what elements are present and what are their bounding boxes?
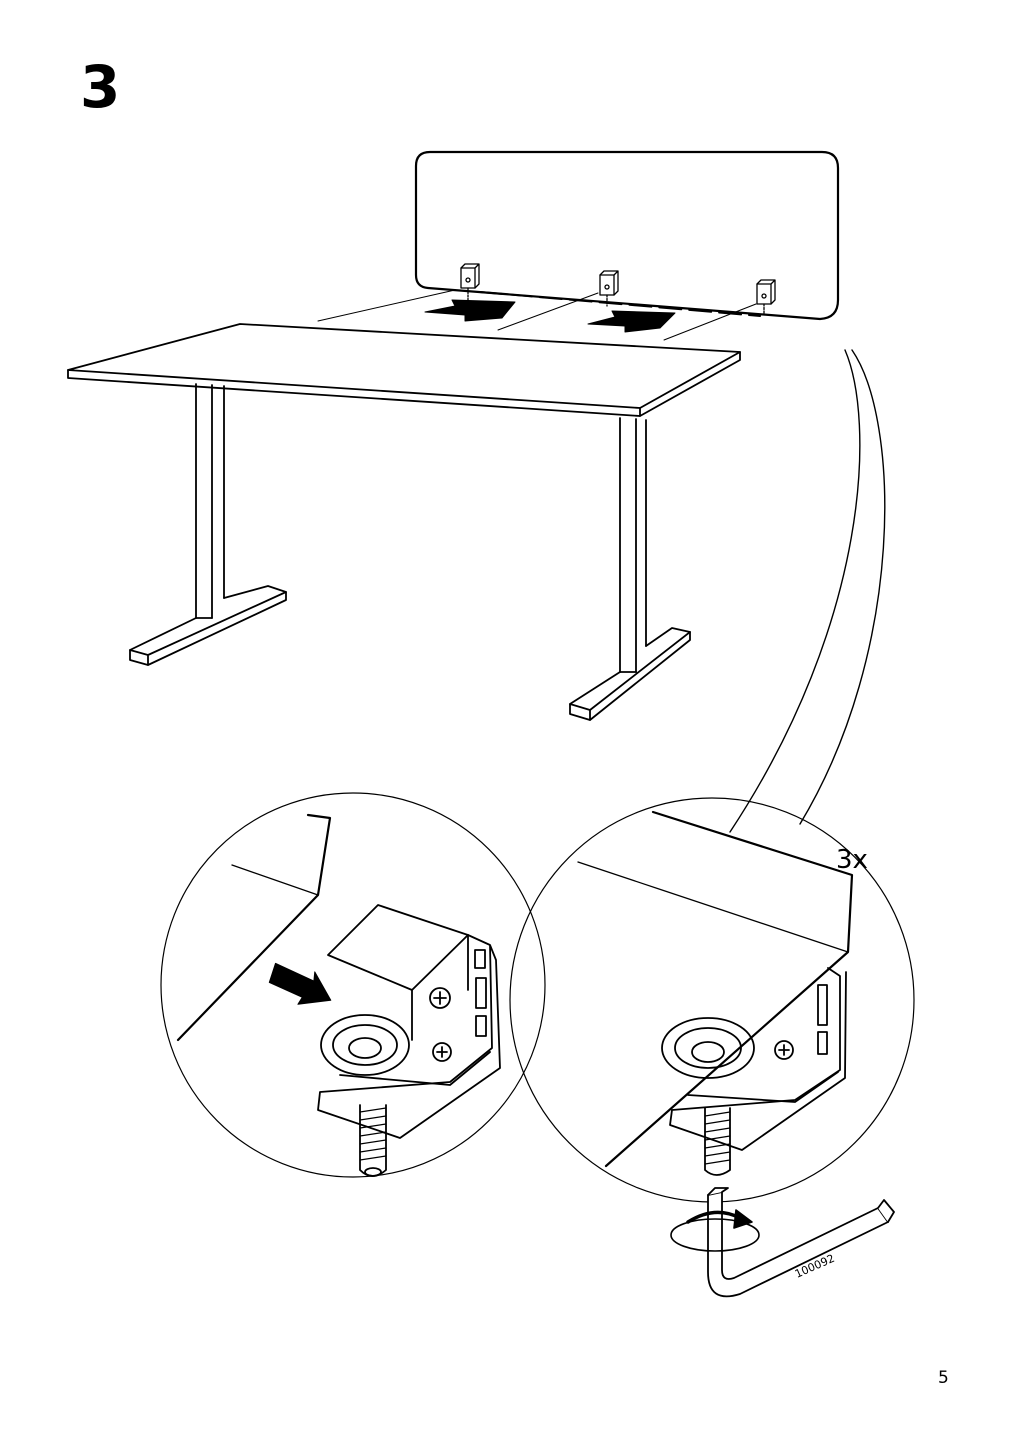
clamp-bracket-icon <box>317 904 501 1177</box>
push-arrow-icon <box>424 299 676 333</box>
callout-quantity: 3x <box>836 845 868 875</box>
clamp-bracket-icon <box>460 263 776 316</box>
push-arrow-icon <box>268 962 332 1005</box>
desk-icon <box>67 323 741 721</box>
screen-panel-icon <box>414 150 840 321</box>
page-number: 5 <box>938 1368 949 1388</box>
detail-circle-left <box>160 792 546 1178</box>
step-number: 3 <box>80 53 121 121</box>
rotate-arrow-icon <box>670 1209 760 1252</box>
clamp-bracket-icon <box>661 967 847 1176</box>
allen-key-icon <box>707 1187 895 1298</box>
detail-circle-right <box>509 797 915 1203</box>
